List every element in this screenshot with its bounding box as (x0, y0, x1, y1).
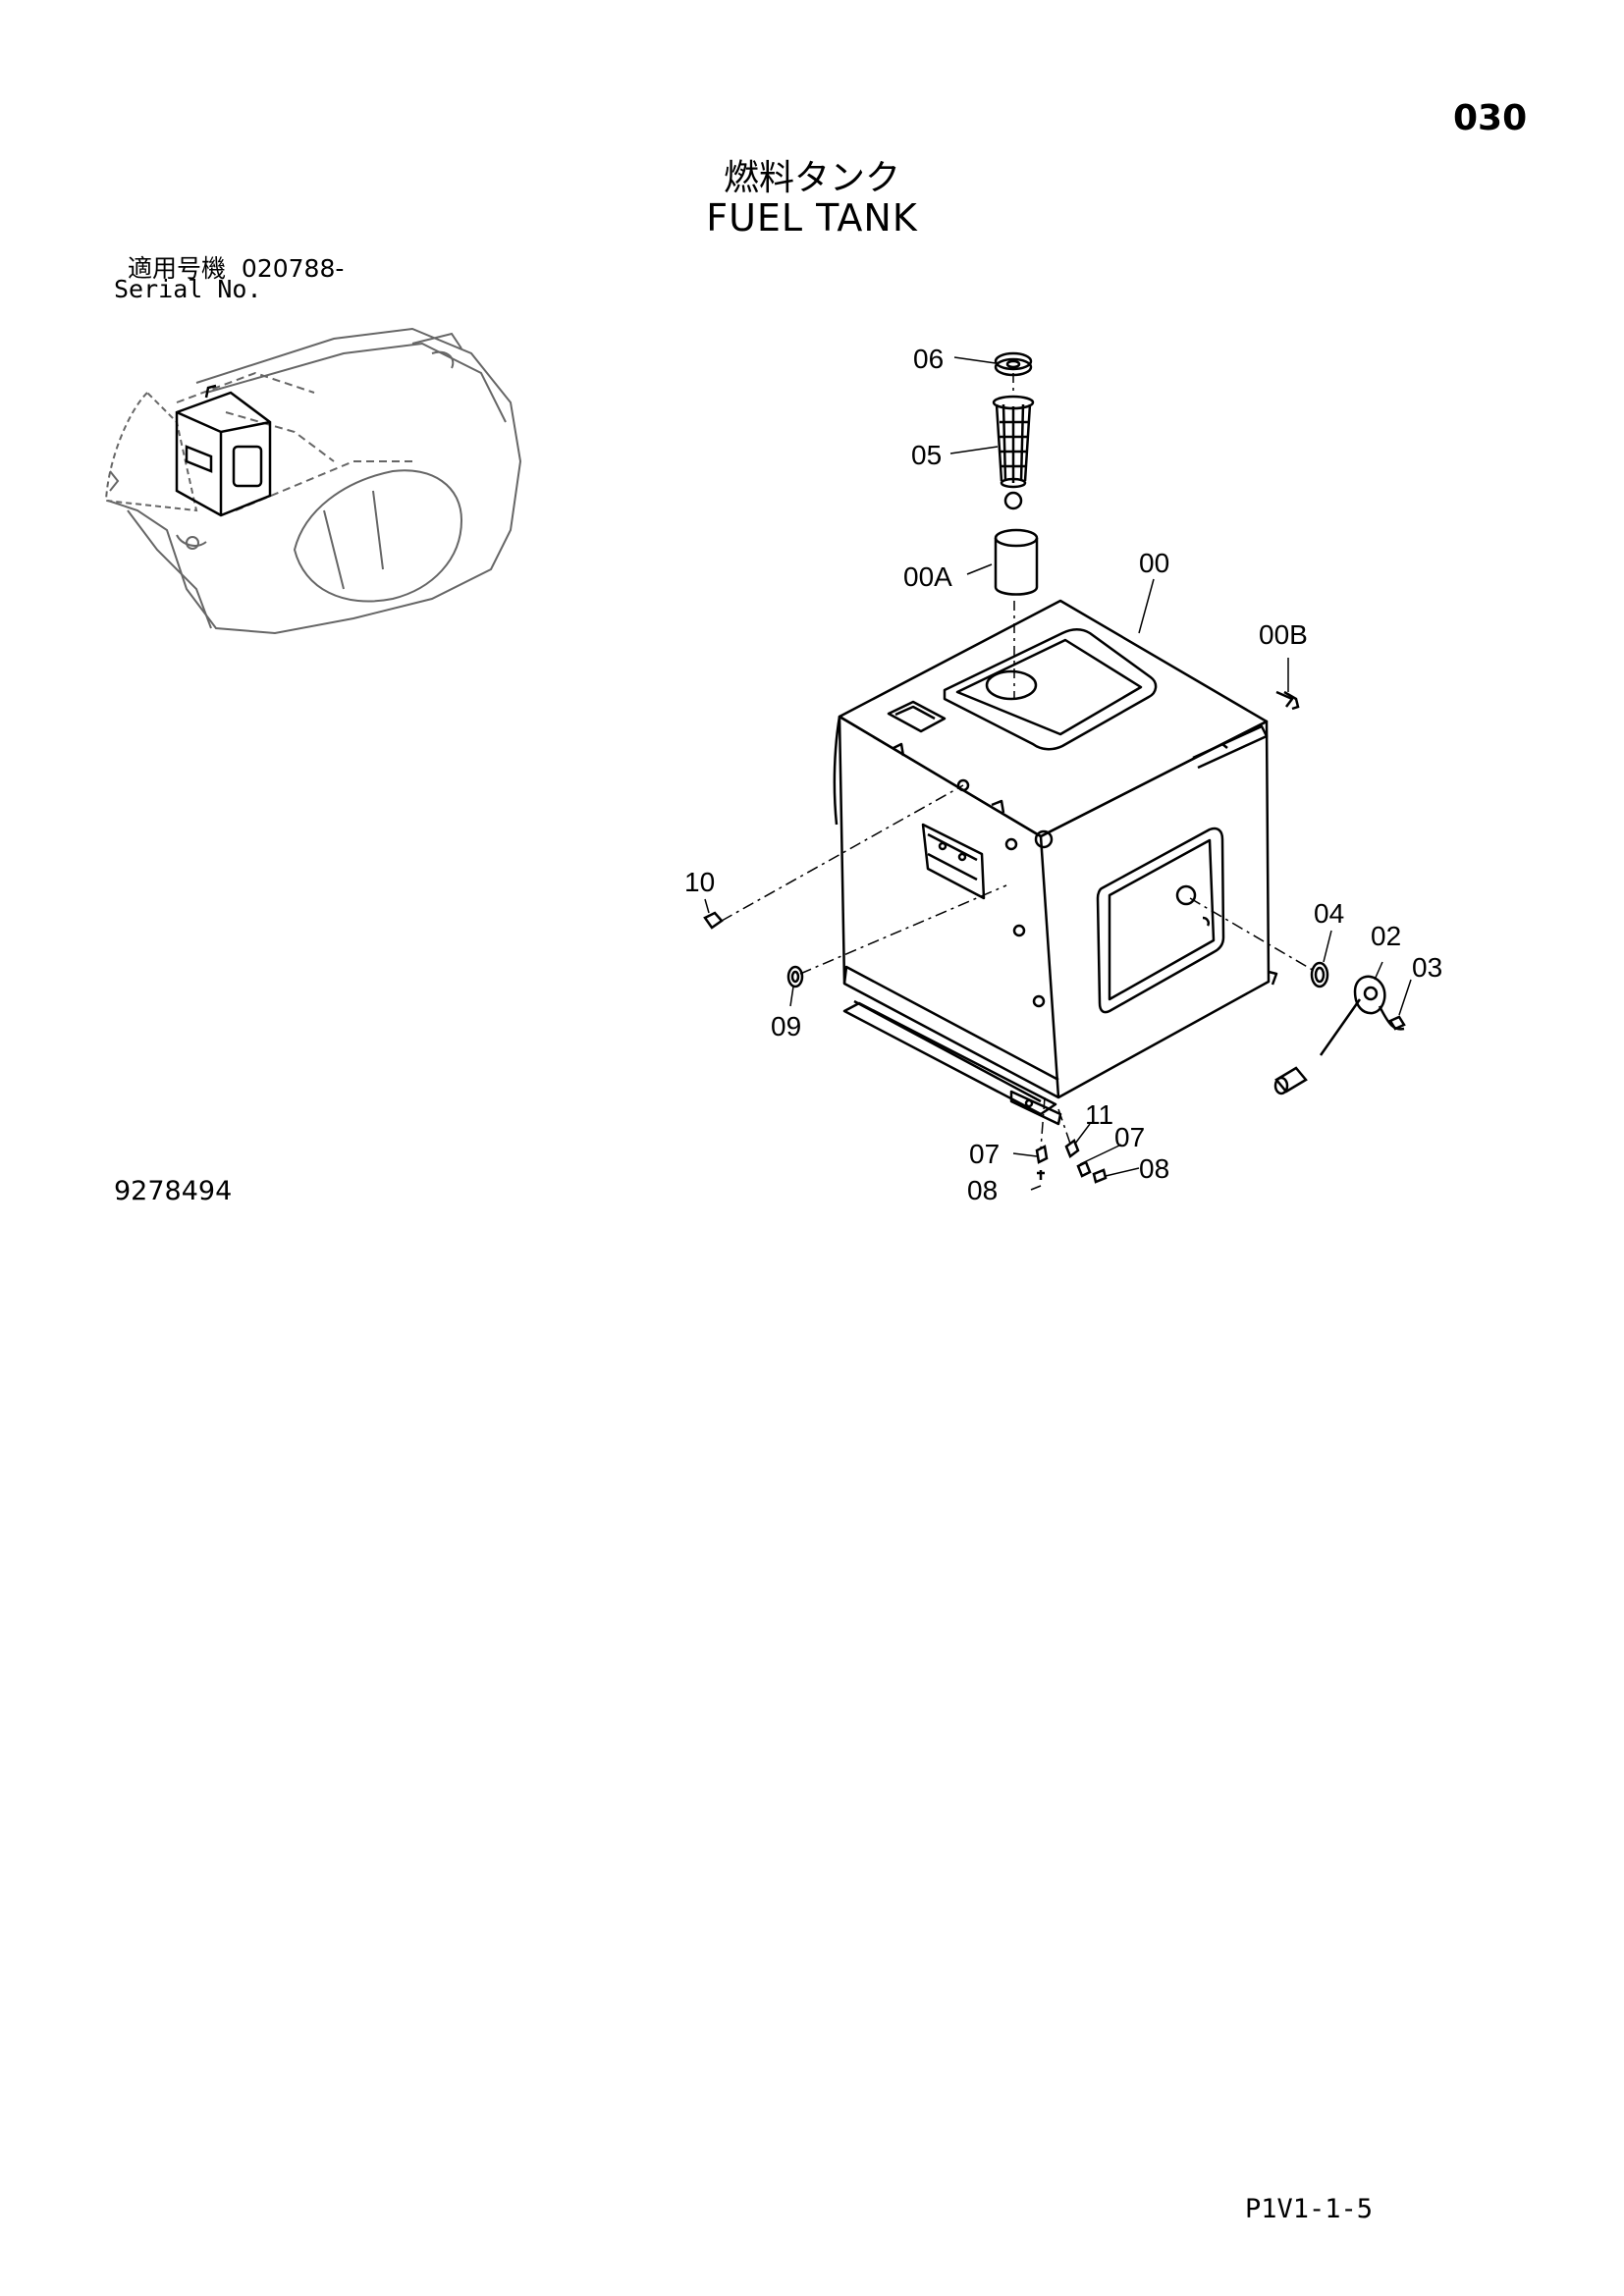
serial-range: 適用号機 020788- (128, 249, 344, 285)
hardware-parts (703, 690, 1406, 1184)
serial-label-english: Serial No. (114, 275, 262, 303)
document-number: 9278494 (114, 1176, 233, 1206)
callout-09: 09 (771, 1011, 801, 1041)
title-english: FUEL TANK (706, 196, 918, 240)
machine-overview-inset (104, 327, 522, 635)
leader-lines (704, 356, 1412, 1191)
filler-centerline (1012, 373, 1015, 699)
callout-08-left: 08 (967, 1175, 998, 1205)
filler-neck (994, 528, 1039, 596)
sheet-code: P1V1-1-5 (1245, 2194, 1374, 2224)
filler-cap (994, 351, 1033, 377)
callout-10: 10 (684, 867, 715, 897)
page-number: 030 (1453, 98, 1528, 138)
callout-03: 03 (1412, 952, 1442, 983)
callout-11: 11 (1085, 1099, 1113, 1130)
callout-02: 02 (1371, 921, 1401, 951)
callout-07-left: 07 (969, 1139, 1000, 1169)
callout-08-right: 08 (1139, 1153, 1169, 1184)
strainer (992, 395, 1035, 510)
callout-05: 05 (911, 440, 942, 470)
callout-00b: 00B (1259, 619, 1308, 650)
callout-00: 00 (1139, 548, 1169, 578)
serial-label-japanese: 適用号機 (128, 254, 227, 283)
fuel-tank (833, 599, 1294, 1126)
callouts: 06 05 00A 00 00B 10 09 04 02 03 11 07 07… (684, 344, 1442, 1205)
title-japanese: 燃料タンク (723, 158, 900, 198)
assembly-lines (721, 784, 1317, 1149)
callout-06: 06 (913, 344, 944, 374)
serial-value: 020788- (241, 254, 345, 283)
fuel-tank-highlight (175, 384, 272, 517)
callout-00a: 00A (903, 561, 952, 592)
callout-07-right: 07 (1114, 1122, 1145, 1152)
callout-04: 04 (1314, 898, 1344, 929)
